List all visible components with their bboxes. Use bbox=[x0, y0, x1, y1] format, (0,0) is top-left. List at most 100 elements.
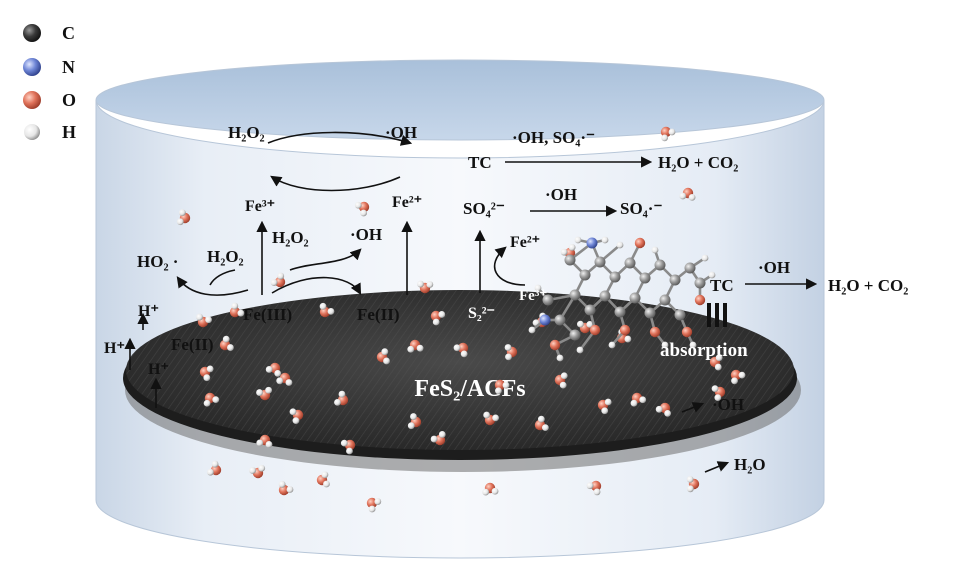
label-h2o2-mid: H₂O₂ bbox=[272, 228, 309, 247]
label-feII-left: Fe(II) bbox=[171, 335, 213, 354]
water-molecule bbox=[430, 431, 446, 446]
tc-hydrogen-atom bbox=[574, 236, 582, 244]
legend-n-sphere bbox=[23, 58, 41, 76]
label-oh-right: ·OH bbox=[758, 258, 790, 277]
tc-oxygen-atom bbox=[619, 324, 631, 336]
label-h2o-bottom: H₂O bbox=[734, 455, 766, 474]
label-h2o-co2-top: H₂O + CO₂ bbox=[658, 153, 738, 172]
tc-carbon-atom bbox=[659, 294, 671, 306]
water-molecule bbox=[407, 413, 422, 430]
tc-oxygen-atom bbox=[649, 326, 661, 338]
arrow-h2o2-to-oh bbox=[267, 131, 413, 146]
catalyst-disc: FeS₂/ACFs bbox=[123, 290, 801, 472]
legend-h-label: H bbox=[62, 122, 76, 142]
water-molecule bbox=[319, 302, 335, 318]
water-molecule bbox=[655, 402, 672, 417]
tc-hydrogen-atom bbox=[661, 341, 669, 349]
water-molecule bbox=[276, 372, 293, 386]
label-h2o2-top: H₂O₂ bbox=[228, 123, 265, 142]
tc-hydrogen-atom bbox=[651, 246, 659, 254]
label-tc-top: TC bbox=[468, 153, 492, 172]
water-molecule bbox=[577, 320, 594, 334]
label-ho2: HO₂ · bbox=[137, 252, 178, 271]
label-fe3-right: Fe³⁺ bbox=[519, 288, 547, 304]
water-molecule bbox=[219, 335, 234, 351]
tc-carbon-atom bbox=[554, 314, 566, 326]
legend-o-sphere bbox=[23, 91, 41, 109]
tc-hydrogen-atom bbox=[701, 254, 709, 262]
arrow-fe2-to-fe3 bbox=[270, 175, 401, 192]
tc-hydrogen-atom bbox=[616, 241, 624, 249]
tc-oxygen-atom bbox=[549, 339, 561, 351]
absorption-symbol bbox=[707, 303, 727, 327]
water-molecule bbox=[504, 344, 518, 361]
label-so4-2minus: SO₄²⁻ bbox=[463, 199, 505, 218]
water-molecule bbox=[265, 362, 282, 377]
vessel-top bbox=[95, 59, 825, 141]
water-molecule bbox=[176, 209, 191, 226]
label-fe3: Fe³⁺ bbox=[245, 198, 275, 215]
tc-hydrogen-atom bbox=[689, 341, 697, 349]
label-absorption: absorption bbox=[660, 340, 748, 361]
tc-carbon-atom bbox=[614, 306, 626, 318]
tc-nitrogen-atom bbox=[586, 237, 598, 249]
tc-carbon-atom bbox=[569, 289, 581, 301]
water-molecule bbox=[586, 480, 602, 496]
water-molecule bbox=[278, 480, 294, 496]
water-molecules bbox=[176, 126, 746, 513]
water-molecule bbox=[407, 339, 424, 353]
water-molecule bbox=[597, 398, 612, 415]
label-oh-mid: ·OH bbox=[350, 225, 382, 244]
label-h2o2-left: H₂O₂ bbox=[207, 247, 244, 266]
water-molecule bbox=[483, 411, 500, 426]
legend-h-sphere bbox=[24, 124, 40, 140]
water-molecule bbox=[366, 497, 382, 513]
tc-oxygen-atom bbox=[694, 294, 706, 306]
water-molecule bbox=[376, 348, 390, 365]
legend: C N O H bbox=[23, 23, 76, 142]
reaction-labels: H₂O₂ ·OH Fe³⁺ Fe²⁺ H₂O₂ ·OH HO₂ · H₂O₂ F… bbox=[104, 123, 908, 474]
disc-weave bbox=[126, 290, 794, 450]
water-molecule bbox=[554, 372, 568, 389]
arrow-fe3-to-fe2-right bbox=[493, 246, 526, 286]
water-molecule bbox=[679, 187, 696, 201]
water-molecule bbox=[316, 471, 330, 488]
tc-hydrogen-atom bbox=[556, 354, 564, 362]
legend-o-label: O bbox=[62, 90, 76, 110]
tc-oxygen-atom bbox=[589, 324, 601, 336]
arrow-h2o2-to-oh-mid bbox=[289, 248, 362, 271]
tc-hydrogen-atom bbox=[534, 284, 542, 292]
water-molecule bbox=[430, 310, 446, 326]
tc-molecule bbox=[528, 236, 716, 362]
arrow-oh-bottom bbox=[681, 402, 705, 413]
tc-carbon-atom bbox=[564, 254, 576, 266]
label-s2: S₂²⁻ bbox=[468, 305, 495, 322]
label-oh-so4-top: ·OH, SO₄·⁻ bbox=[512, 128, 595, 147]
label-hplus-2: H⁺ bbox=[104, 340, 125, 357]
water-molecule bbox=[354, 201, 370, 217]
label-feIII: Fe(III) bbox=[243, 305, 292, 324]
tc-carbon-atom bbox=[694, 277, 706, 289]
legend-c-label: C bbox=[62, 23, 75, 43]
water-molecule bbox=[270, 272, 286, 288]
water-molecule bbox=[686, 475, 700, 493]
label-oh-so4-mid: ·OH bbox=[545, 185, 577, 204]
water-molecule bbox=[289, 408, 304, 425]
reaction-arrows bbox=[124, 131, 818, 473]
tc-hydrogen-atom bbox=[528, 326, 536, 334]
tc-hydrogen-atom bbox=[708, 271, 716, 279]
tc-carbon-atom bbox=[684, 262, 696, 274]
label-oh-top: ·OH bbox=[385, 123, 417, 142]
water-molecule bbox=[660, 126, 676, 142]
water-molecule bbox=[340, 439, 356, 455]
water-molecule bbox=[249, 464, 266, 479]
tc-oxygen-atom bbox=[681, 326, 693, 338]
tc-carbon-atom bbox=[644, 307, 656, 319]
water-molecule bbox=[494, 379, 510, 395]
water-molecule bbox=[199, 365, 214, 382]
label-fe2: Fe²⁺ bbox=[392, 194, 422, 211]
tc-oxygen-atom bbox=[634, 237, 646, 249]
tc-nitrogen-atom bbox=[539, 314, 551, 326]
water-molecule bbox=[711, 385, 726, 402]
